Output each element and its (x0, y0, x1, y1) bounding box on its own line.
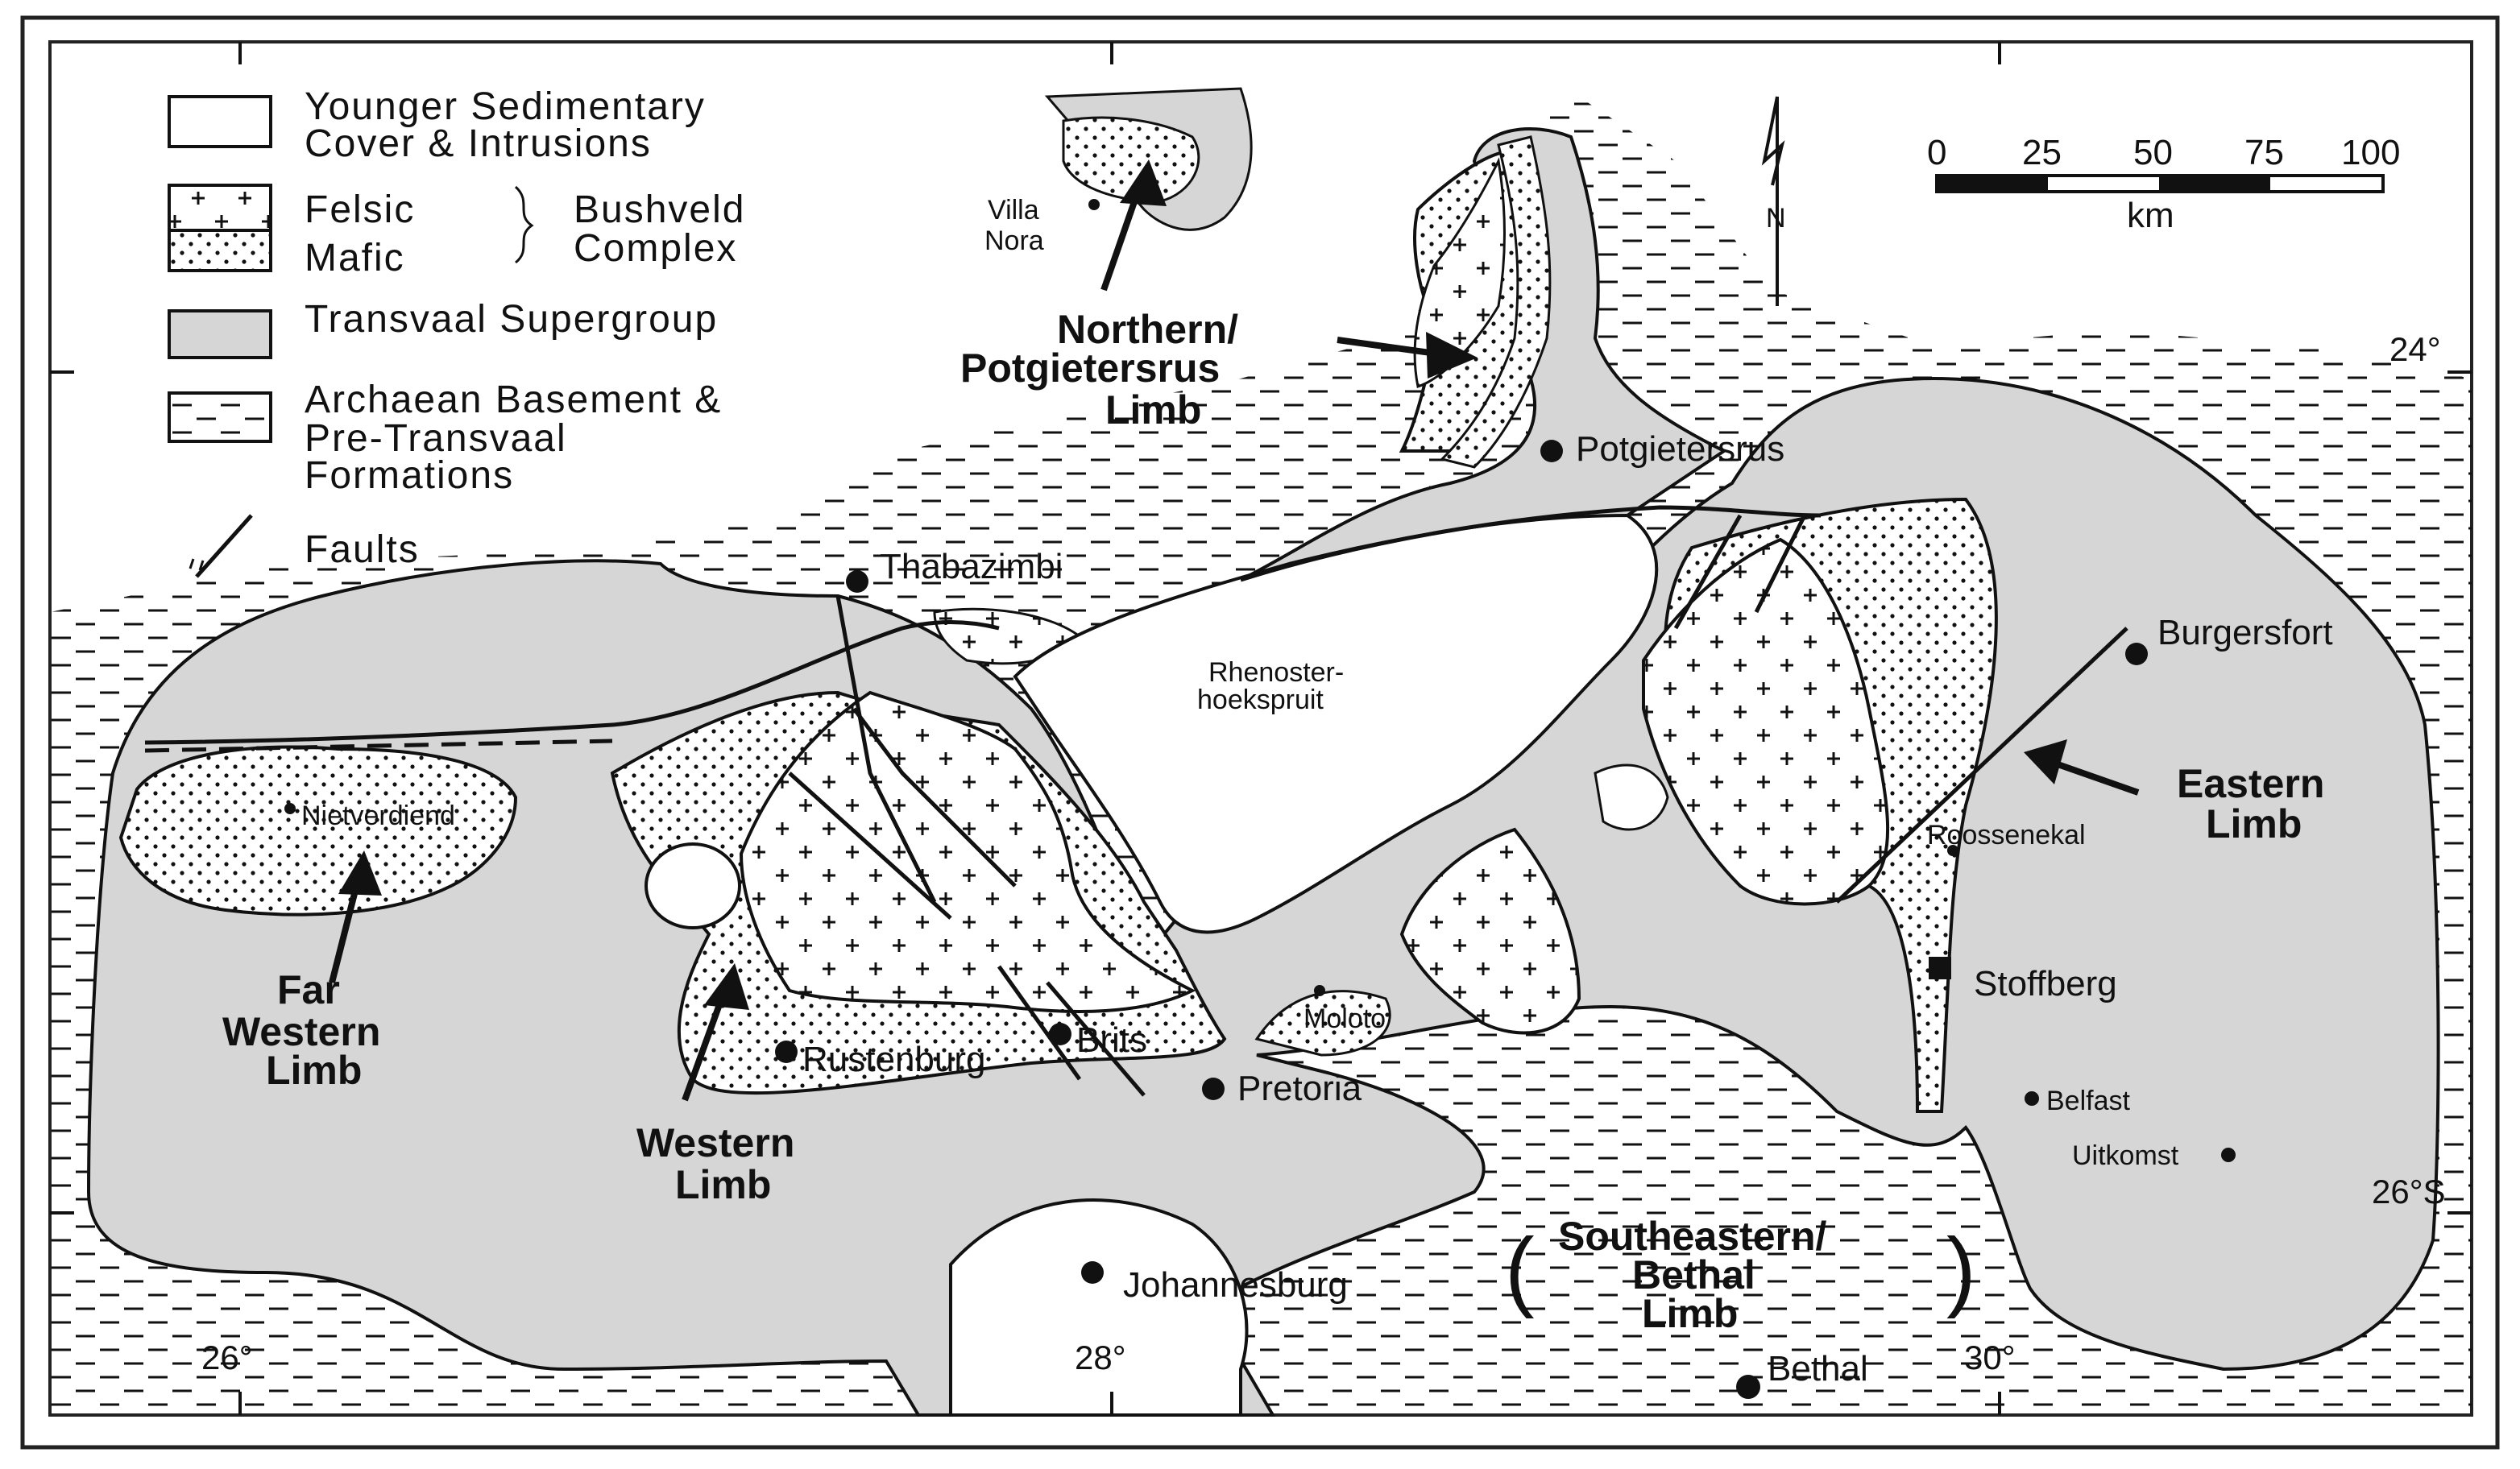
legend-swatch-younger (168, 95, 272, 148)
limb-northern-line2: Potgietersrus (960, 346, 1220, 391)
town-marker-villa-nora (1088, 199, 1100, 210)
legend-transvaal: Transvaal Supergroup (305, 298, 718, 341)
scale-tick-75: 75 (2244, 133, 2284, 172)
longitude-26: 26° (201, 1339, 253, 1376)
town-roossenekal: Roossenekal (1927, 820, 2086, 850)
town-marker-bethal (1736, 1375, 1760, 1399)
town-marker-roossenekal (1947, 845, 1958, 856)
legend-fault-icon (195, 514, 253, 578)
town-marker-potgietersrus (1540, 440, 1563, 462)
town-brits: Brits (1076, 1020, 1147, 1060)
limb-far-western-line3: Limb (266, 1048, 362, 1093)
town-marker-rustenburg (775, 1041, 798, 1063)
arrowhead-icon (1120, 159, 1167, 206)
limb-eastern-line2: Limb (2206, 801, 2302, 846)
limb-southeastern-line1: Southeastern/ (1558, 1214, 1827, 1259)
limb-far-western-line1: Far (277, 967, 340, 1012)
legend-mafic: Mafic (305, 237, 405, 279)
limb-western-line1: Western (636, 1120, 794, 1165)
younger-cover-area (645, 513, 1669, 934)
town-villa-nora-line1: Villa (988, 195, 1039, 226)
legend-felsic: Felsic (305, 188, 415, 231)
scale-unit: km (2127, 196, 2174, 235)
limb-northern-line1: Northern/ (1057, 307, 1238, 352)
limb-southeastern-line2: Bethal (1632, 1252, 1755, 1297)
limb-northern-line3: Limb (1105, 387, 1201, 432)
arrowhead-icon (2024, 739, 2067, 784)
town-pretoria: Pretoria (1237, 1069, 1362, 1108)
town-belfast: Belfast (2046, 1086, 2130, 1116)
limb-labels: Northern/ Potgietersrus Limb Eastern Lim… (222, 159, 2324, 1336)
scale-tick-25: 25 (2022, 133, 2062, 172)
brace-icon (514, 185, 534, 264)
towns: Villa Nora Potgietersrus Thabazimbi Rhen… (284, 195, 2333, 1399)
paren-open: ( (1505, 1220, 1535, 1319)
legend-archaean-line3: Formations (305, 454, 514, 497)
paren-close: ) (1946, 1220, 1976, 1319)
limb-eastern-line1: Eastern (2177, 761, 2324, 806)
limb-western-line2: Limb (675, 1162, 771, 1207)
town-johannesburg: Johannesburg (1123, 1265, 1348, 1305)
town-rustenburg: Rustenburg (802, 1040, 985, 1079)
coordinate-ticks (50, 42, 2472, 1415)
legend-archaean-line2: Pre-Transvaal (305, 417, 567, 460)
town-thabazimbi: Thabazimbi (880, 547, 1063, 586)
longitude-28: 28° (1075, 1339, 1126, 1376)
legend-swatch-archaean (168, 391, 272, 443)
legend-faults: Faults (305, 528, 420, 571)
scale-tick-50: 50 (2133, 133, 2173, 172)
town-marker-belfast (2025, 1091, 2039, 1106)
latitude-24: 24° (2389, 330, 2441, 368)
town-marker-uitkomst (2221, 1148, 2236, 1162)
arrow-western-limb-icon (682, 987, 728, 1102)
arrowhead-icon (338, 850, 382, 896)
map-legend: Younger Sedimentary Cover & Intrusions F… (168, 85, 745, 578)
town-rhenosterhoekspruit-line1: Rhenoster- (1208, 657, 1344, 688)
town-marker-johannesburg (1081, 1261, 1104, 1284)
scale-tick-0: 0 (1927, 133, 1946, 172)
felsic-bushveld-area (739, 157, 1890, 1035)
fault-tick-icon (189, 558, 205, 571)
arrowhead-icon (704, 963, 749, 1010)
town-marker-stoffberg (1929, 957, 1951, 979)
scale-tick-100: 100 (2341, 133, 2400, 172)
town-marker-brits (1049, 1023, 1071, 1045)
legend-swatch-mafic (168, 229, 272, 272)
town-villa-nora-line2: Nora (984, 226, 1044, 256)
town-marker-burgersfort (2125, 643, 2148, 665)
limb-southeastern-line3: Limb (1642, 1291, 1738, 1336)
town-uitkomst: Uitkomst (2072, 1140, 2179, 1171)
arrowhead-icon (1426, 332, 1478, 379)
arrow-northern-limb-icon (1337, 337, 1443, 358)
town-marker-nietverdiend (284, 803, 296, 814)
arrow-eastern-limb-icon (2045, 757, 2140, 796)
town-marker-pretoria (1202, 1078, 1225, 1100)
legend-bushveld-line1: Bushveld (574, 188, 745, 231)
town-bethal: Bethal (1768, 1349, 1868, 1388)
longitude-30: 30° (1964, 1339, 2016, 1376)
town-rhenosterhoekspruit-line2: hoekspruit (1197, 685, 1324, 715)
town-moloto: Moloto (1304, 1003, 1386, 1034)
legend-younger-line1: Younger Sedimentary (305, 85, 706, 128)
town-potgietersrus: Potgietersrus (1576, 429, 1784, 469)
town-burgersfort: Burgersfort (2157, 613, 2333, 652)
legend-swatch-transvaal (168, 309, 272, 359)
town-marker-moloto (1314, 985, 1325, 996)
faults (144, 505, 2128, 1097)
legend-younger-line2: Cover & Intrusions (305, 122, 652, 165)
latitude-26s: 26°S (2372, 1173, 2446, 1210)
legend-archaean-line1: Archaean Basement & (305, 379, 722, 421)
town-stoffberg: Stoffberg (1974, 964, 2117, 1003)
limb-far-western-line2: Western (222, 1009, 380, 1054)
legend-swatch-felsic (168, 184, 272, 232)
legend-bushveld-line2: Complex (574, 227, 737, 270)
north-arrow-icon: N (1761, 96, 1786, 306)
scale-bar: 0 25 50 75 100 km (1927, 133, 2400, 235)
town-marker-thabazimbi (846, 570, 868, 593)
town-nietverdiend: Nietverdiend (301, 801, 455, 831)
north-label: N (1766, 203, 1786, 234)
